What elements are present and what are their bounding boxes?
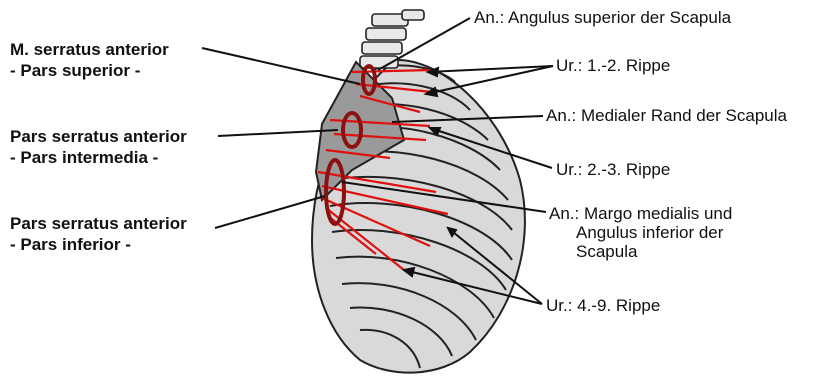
label-pars-inferior-title: Pars serratus anterior — [10, 214, 187, 233]
label-angulus-superior: An.: Angulus superior der Scapula — [474, 8, 731, 27]
vertebrae — [360, 10, 424, 68]
label-pars-intermedia-sub: - Pars intermedia - — [10, 148, 158, 167]
vertebra-2 — [366, 28, 406, 40]
vertebra-3 — [362, 42, 402, 54]
label-pars-intermedia-title: Pars serratus anterior — [10, 127, 187, 146]
label-margo-medialis-line1: An.: Margo medialis und — [549, 204, 732, 223]
label-ur-4-9: Ur.: 4.-9. Rippe — [546, 296, 660, 315]
leader-left-superior — [202, 48, 360, 84]
vertebra-5 — [402, 10, 424, 20]
label-margo-medialis-line2: Angulus inferior der — [576, 223, 723, 242]
label-medialer-rand: An.: Medialer Rand der Scapula — [546, 106, 787, 125]
label-margo-medialis-line3: Scapula — [576, 242, 637, 261]
label-pars-superior-title: M. serratus anterior — [10, 40, 169, 59]
label-ur-1-2: Ur.: 1.-2. Rippe — [556, 56, 670, 75]
label-ur-2-3: Ur.: 2.-3. Rippe — [556, 160, 670, 179]
leader-left-inferior — [215, 196, 325, 228]
label-pars-inferior-sub: - Pars inferior - — [10, 235, 131, 254]
label-pars-superior-sub: - Pars superior - — [10, 61, 140, 80]
